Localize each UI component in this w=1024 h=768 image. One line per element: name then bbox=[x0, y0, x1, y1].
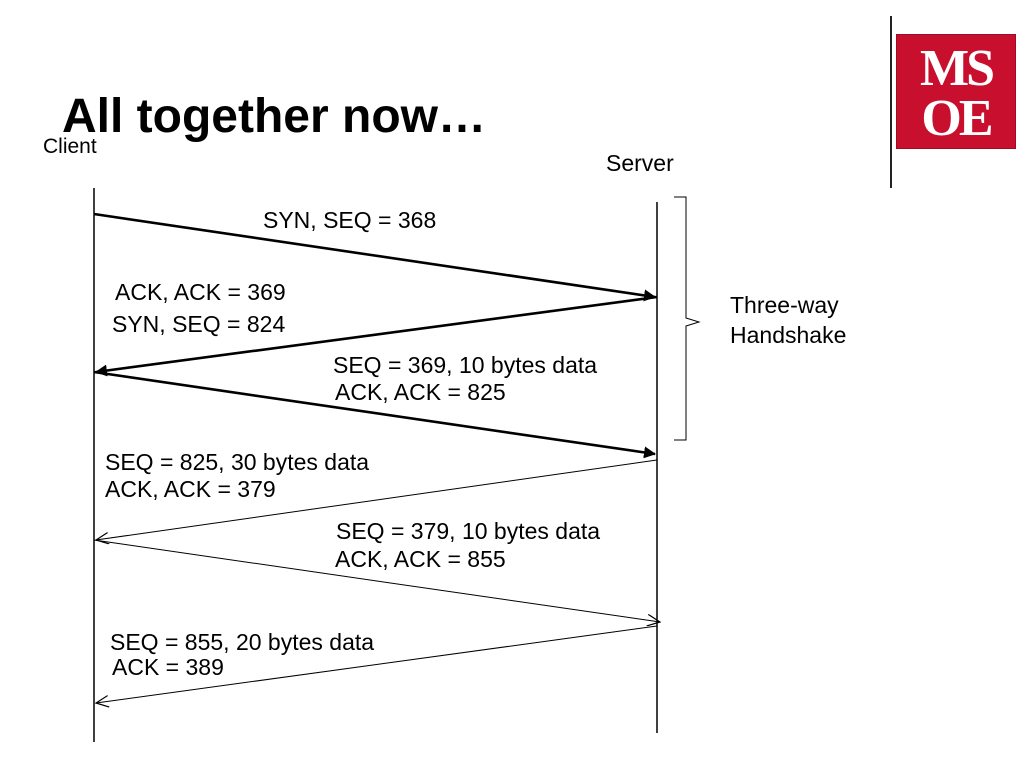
message-2-line-1: ACK, ACK = 369 bbox=[115, 279, 286, 305]
message-6-line-2: ACK = 389 bbox=[112, 654, 224, 680]
message-arrow-3 bbox=[93, 370, 656, 459]
message-5-line-2: ACK, ACK = 855 bbox=[335, 546, 506, 572]
slide-title: All together now… bbox=[62, 90, 486, 143]
server-label: Server bbox=[606, 150, 674, 176]
msoe-logo: MS OE bbox=[896, 34, 1016, 149]
message-arrow-4 bbox=[96, 459, 658, 540]
logo-text-line2: OE bbox=[921, 90, 993, 147]
message-arrow-5 bbox=[93, 539, 660, 622]
message-2-line-2: SYN, SEQ = 824 bbox=[112, 311, 286, 337]
logo-divider bbox=[890, 16, 892, 188]
client-label: Client bbox=[43, 135, 97, 158]
message-1-line-1: SYN, SEQ = 368 bbox=[263, 207, 437, 233]
message-4-line-2: ACK, ACK = 379 bbox=[105, 476, 276, 502]
message-6-line-1: SEQ = 855, 20 bytes data bbox=[110, 629, 375, 655]
handshake-label-line-1: Three-way bbox=[730, 292, 839, 318]
message-4-line-1: SEQ = 825, 30 bytes data bbox=[105, 449, 370, 475]
handshake-bracket bbox=[674, 196, 701, 441]
handshake-label-line-2: Handshake bbox=[730, 322, 847, 348]
logo-text-line1: MS bbox=[920, 40, 995, 97]
message-3-line-2: ACK, ACK = 825 bbox=[335, 379, 506, 405]
message-arrow-1 bbox=[93, 212, 656, 302]
message-arrow-6 bbox=[96, 625, 658, 703]
message-3-line-1: SEQ = 369, 10 bytes data bbox=[333, 352, 598, 378]
message-5-line-1: SEQ = 379, 10 bytes data bbox=[336, 518, 601, 544]
message-arrow-2 bbox=[95, 295, 658, 377]
